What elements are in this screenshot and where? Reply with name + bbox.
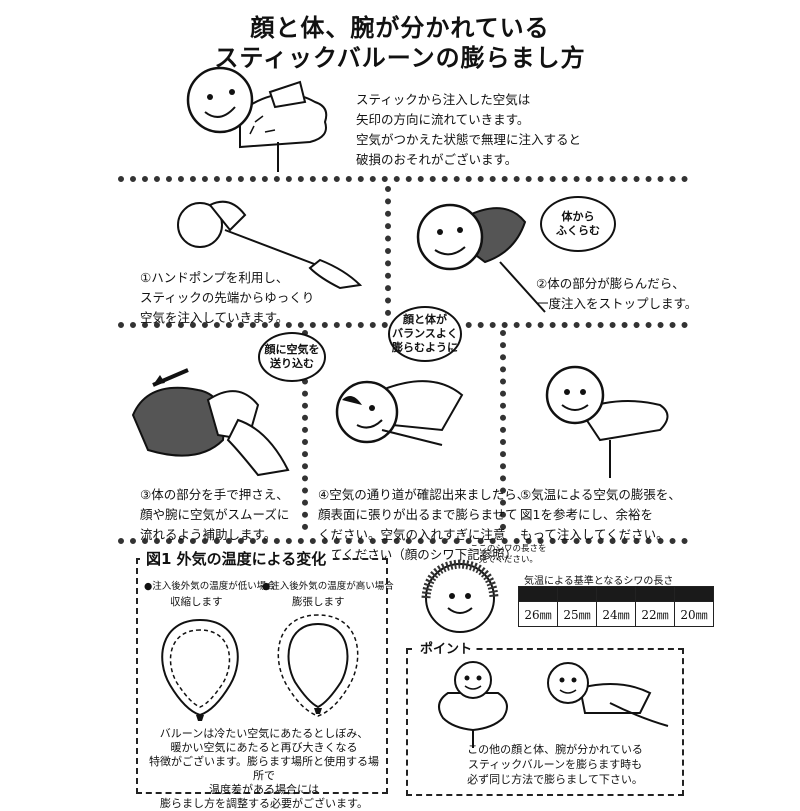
- point-body-line: 必ず同じ方法で膨らまして下さい。: [467, 773, 643, 786]
- figure1-left-caption: ●注入後外気の温度が低い場合: [144, 581, 276, 592]
- title-line-2: スティックバルーンの膨らまし方: [214, 44, 586, 72]
- separator-vertical-3: [500, 330, 506, 530]
- figure1-title: 図1 外気の温度による変化: [140, 548, 333, 569]
- step3-illustration: [131, 368, 290, 477]
- step3-line: 流れるよう補助します。: [140, 527, 277, 542]
- wrinkle-header-cell: [635, 586, 675, 602]
- wrinkle-header-cell: [518, 586, 558, 602]
- figure1-left-state: 収縮します: [170, 596, 223, 608]
- wrinkle-header-cell: [674, 586, 714, 602]
- bubble-push-face: 顔に空気を 送り込む: [258, 332, 326, 382]
- point-title: ポイント: [416, 638, 477, 657]
- wrinkle-header-cell: [596, 586, 636, 602]
- step4-line: ④空気の通り道が確認出来ましたら、: [318, 487, 530, 502]
- step1-illustration: [177, 200, 363, 290]
- wrinkle-value: 25㎜: [557, 601, 597, 627]
- intro-line: 破損のおそれがございます。: [356, 152, 518, 167]
- point-body-line: スティックバルーンを膨らます時も: [467, 758, 643, 771]
- intro-line: 空気がつかえた状態で無理に注入すると: [356, 132, 582, 147]
- intro-line: スティックから注入した空気は: [356, 92, 531, 107]
- step1-line: 空気を注入していきます。: [140, 310, 289, 325]
- wrinkle-note-line: ここのシワの長さを: [470, 544, 547, 554]
- step1-line: スティックの先端からゆっくり: [140, 290, 315, 305]
- separator-top: [118, 176, 688, 182]
- intro-balloon-illustration: [186, 66, 328, 172]
- step5-line: 図1を参考にし、余裕を: [520, 507, 653, 522]
- point-box: [406, 648, 684, 796]
- step4-line: 顔表面に張りが出るまで膨らませて: [318, 507, 518, 522]
- bubble-balance: 顔と体が バランスよく 膨らむように: [388, 306, 462, 362]
- step1-line: ①ハンドポンプを利用し、: [140, 270, 289, 285]
- step5-line: ⑤気温による空気の膨張を、: [520, 487, 681, 502]
- figure1-body-line: 膨らまし方を調整する必要がございます。: [160, 797, 368, 810]
- figure1-right-state: 膨張します: [292, 596, 345, 608]
- wrinkle-face-illustration: [421, 559, 499, 633]
- wrinkle-note-line: 見てください。: [478, 555, 538, 565]
- intro-line: 矢印の方向に流れていきます。: [356, 112, 530, 127]
- bubble-body-inflate: 体から ふくらむ: [540, 196, 616, 252]
- wrinkle-table: 26㎜ 25㎜ 24㎜ 22㎜ 20㎜: [518, 586, 714, 627]
- step5-line: もって注入してください。: [520, 527, 669, 542]
- step2-line: 一度注入をストップします。: [536, 296, 698, 311]
- point-balloon-illustration-2: [547, 662, 669, 727]
- wrinkle-value: 26㎜: [518, 601, 558, 627]
- wrinkle-value: 20㎜: [674, 601, 714, 627]
- wrinkle-value: 22㎜: [635, 601, 675, 627]
- title-line-1: 顔と体、腕が分かれている: [250, 14, 550, 42]
- separator-vertical-1: [385, 186, 391, 316]
- step3-line: 顔や腕に空気がスムーズに: [140, 507, 290, 522]
- point-balloon-illustration-1: [438, 661, 508, 748]
- wrinkle-value: 24㎜: [596, 601, 636, 627]
- balloon-contract-icon: [161, 618, 239, 721]
- wrinkle-header-cell: [557, 586, 597, 602]
- figure1-body-line: 温度差がある場合には: [209, 783, 319, 796]
- step4-line: ください。空気の入れすぎに注意: [318, 527, 506, 542]
- figure1-right-caption: ●注入後外気の温度が高い場合: [262, 581, 394, 592]
- separator-vertical-2: [302, 330, 308, 530]
- step4-illustration: [335, 380, 464, 446]
- figure1-body-line: 暖かい空気にあたると再び大きくなる: [170, 741, 358, 754]
- figure1-body-line: バルーンは冷たい空気にあたるとしぼみ、: [159, 727, 369, 740]
- separator-bottom: [118, 538, 688, 544]
- step3-line: ③体の部分を手で押さえ、: [140, 487, 289, 502]
- wrinkle-table-title: 気温による基準となるシワの長さ: [524, 576, 674, 587]
- step2-illustration: [416, 203, 546, 313]
- point-body-line: この他の顔と体、腕が分かれている: [467, 743, 643, 756]
- step2-line: ②体の部分が膨らんだら、: [536, 276, 685, 291]
- step5-illustration: [545, 365, 669, 478]
- figure1-body-line: 特徴がございます。膨らます場所と使用する場所で: [149, 755, 379, 782]
- balloon-expand-icon: [277, 614, 359, 717]
